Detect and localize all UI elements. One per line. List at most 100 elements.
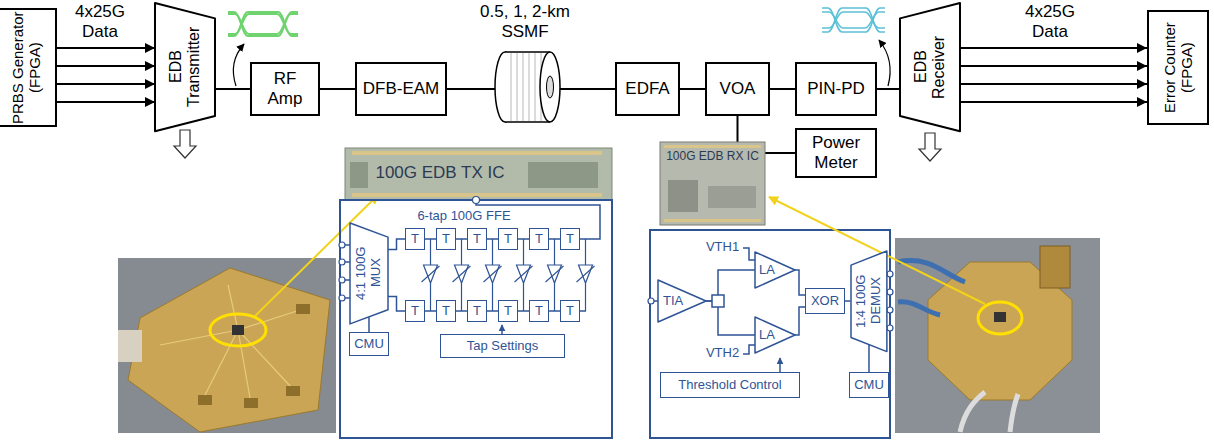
logic-gate: XOR [805, 288, 845, 314]
signal-name: VTH1 [704, 240, 741, 255]
outline-shape [155, 3, 215, 131]
eye-trace [228, 12, 298, 36]
chip-die [994, 312, 1006, 322]
connector [57, 101, 155, 103]
pcb-traces [160, 285, 300, 398]
delay-cell: T [436, 300, 456, 323]
circuit-block: CMU [349, 332, 389, 356]
eye-trace [822, 8, 885, 32]
input-pin [648, 298, 654, 304]
control-arrow [779, 358, 781, 372]
bond-pads [664, 219, 761, 222]
node-text: PRBS Generator (FPGA) [9, 10, 44, 125]
winding [523, 53, 524, 121]
circuit-block: Tap Settings [440, 334, 565, 358]
chip-die [345, 148, 612, 200]
node-text: Threshold Control [678, 378, 781, 393]
bond-pads [352, 151, 602, 155]
eye-diagram [822, 8, 885, 32]
spool-edge [505, 51, 550, 53]
coax-cable [898, 261, 965, 282]
circuit-block [668, 180, 698, 212]
delay-cell: T [529, 228, 549, 251]
connector [960, 101, 1147, 103]
photo-background [118, 258, 336, 433]
node-text: T [411, 232, 419, 247]
gain-arrow [422, 266, 440, 282]
outline-shape [755, 252, 795, 288]
fiber-windings [511, 53, 541, 121]
process-box: VOA [705, 62, 770, 116]
control-arrow [501, 325, 503, 334]
node-text: PIN-PD [807, 79, 865, 99]
leader-arrow [233, 44, 244, 86]
wire [492, 283, 493, 311]
rx-schematic [648, 230, 893, 438]
connector [877, 88, 900, 90]
winding [529, 53, 530, 121]
wire [345, 244, 350, 246]
ribbon-cable [118, 330, 142, 362]
wire [523, 283, 524, 311]
tx-board-photo [118, 258, 336, 433]
node-text: T [504, 232, 512, 247]
connector [368, 316, 370, 332]
node-text: T [535, 304, 543, 319]
chip-label: 100G EDB TX IC [365, 163, 515, 183]
fpga-box: PRBS Generator (FPGA) [0, 8, 57, 127]
node-text: T [473, 232, 481, 247]
output-pin [473, 197, 480, 204]
wire [492, 239, 493, 265]
connector [868, 345, 870, 372]
node-text: LA [759, 263, 775, 278]
connector [960, 83, 1147, 85]
bond-pads [664, 145, 761, 148]
outline-shape [658, 280, 706, 322]
spool-hub [547, 76, 554, 98]
connector [388, 239, 405, 250]
delay-cell: T [560, 300, 580, 323]
delay-cell: T [498, 300, 518, 323]
connector [845, 300, 851, 302]
tx-chip-photo [345, 148, 612, 200]
node-text: EDFA [625, 79, 669, 99]
winding [517, 53, 518, 121]
circuit-block [528, 162, 598, 188]
process-box: DFB-EAM [355, 62, 447, 116]
wire [461, 239, 462, 265]
connector [795, 307, 805, 335]
output-pin [887, 325, 893, 331]
bit-rate-label: 4x25G Data [1020, 2, 1080, 41]
highlight-circle [210, 314, 266, 346]
pcb [128, 268, 330, 432]
wire [554, 283, 555, 311]
connector [320, 88, 355, 90]
connector [57, 83, 155, 85]
circuit-block [350, 162, 368, 188]
eye-trace [228, 14, 298, 34]
node-text: DFB-EAM [363, 79, 440, 99]
wire [585, 239, 586, 265]
leader-arrow [879, 40, 890, 86]
sma-connector [198, 395, 212, 405]
delay-cell: T [529, 300, 549, 323]
eye-trace [822, 12, 885, 28]
node-text: 1:4 100G DEMUX [854, 266, 884, 336]
node-text: T [566, 304, 574, 319]
circuit-block [708, 186, 756, 208]
delay-cell: T [560, 228, 580, 251]
output-pin [887, 271, 893, 277]
hollow-arrow [919, 133, 941, 161]
amplifier-triangle: TIA [658, 280, 706, 322]
wire [523, 239, 524, 265]
node-text: T [442, 232, 450, 247]
input-pin [339, 277, 345, 283]
node-text: 4:1 100G MUX [354, 238, 384, 308]
output-pin [887, 307, 893, 313]
trace [238, 330, 292, 388]
mux-trapezoid: 4:1 100G MUX [350, 223, 388, 324]
circuit-block: Threshold Control [660, 372, 800, 398]
wire [554, 239, 555, 265]
trace [238, 310, 300, 330]
